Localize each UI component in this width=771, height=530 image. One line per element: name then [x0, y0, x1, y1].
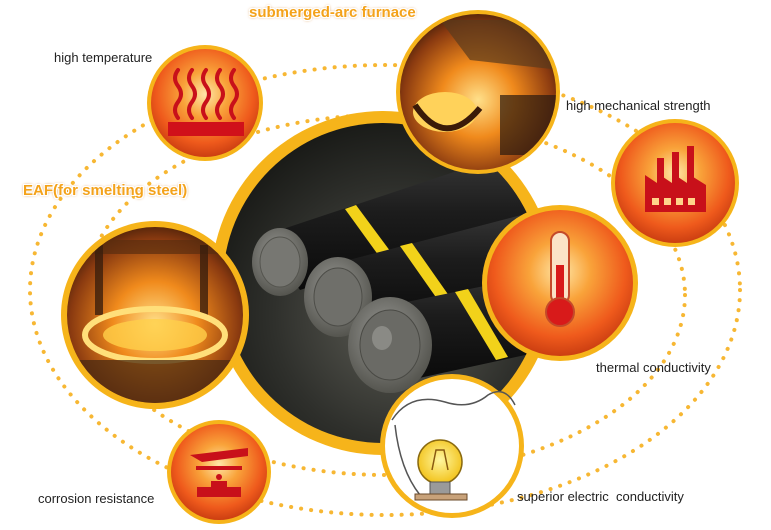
label-high-temperature: high temperature	[54, 50, 153, 65]
factory-icon	[611, 119, 739, 247]
high-temperature-icon	[147, 45, 263, 161]
eaf-heading: EAF(for smelting steel)	[23, 182, 188, 199]
corrosion-resistance-icon	[167, 420, 271, 524]
thermometer-icon	[482, 205, 638, 361]
label-thermal-conductivity: thermal conductivity	[596, 360, 711, 375]
label-corrosion-resistance: corrosion resistance	[38, 491, 155, 506]
eaf-furnace-photo	[61, 221, 249, 409]
label-superior-electric-conductivity: superior electric conductivity	[517, 489, 684, 504]
light-bulb-icon	[380, 374, 524, 518]
submerged-arc-furnace-photo	[396, 10, 560, 174]
label-high-mechanical-strength: high mechanical strength	[566, 98, 711, 113]
submerged-arc-furnace-heading: submerged-arc furnace	[249, 4, 416, 21]
dotted-connector-lines	[28, 63, 742, 517]
